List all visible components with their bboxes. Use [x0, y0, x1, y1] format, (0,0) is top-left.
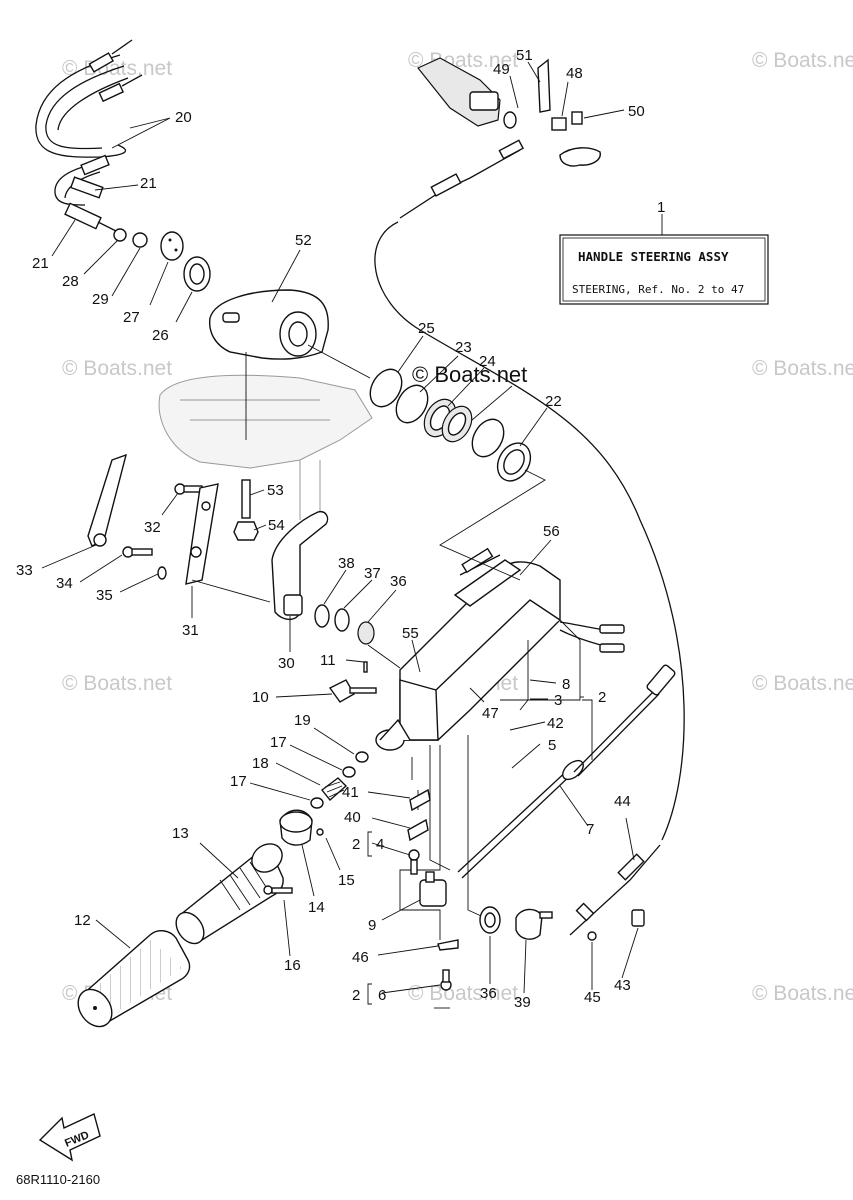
throttle-shaft: [328, 661, 377, 703]
callout-label: 19: [294, 712, 311, 729]
callout-label: 55: [402, 625, 419, 642]
callout-label: 25: [418, 320, 435, 337]
callout-label: 37: [364, 565, 381, 582]
fasteners-upper: [122, 479, 259, 580]
callout-label: 10: [252, 689, 269, 706]
callout-label: 17: [230, 773, 247, 790]
callout-label: 2: [598, 689, 606, 706]
callout-label: 27: [123, 309, 140, 326]
callout-label: 26: [152, 327, 169, 344]
callout-label: 21: [32, 255, 49, 272]
callout-label: 5: [548, 737, 556, 754]
bottom-cowling-outline: [158, 374, 373, 520]
callout-label: 46: [352, 949, 369, 966]
callout-label: 36: [480, 985, 497, 1002]
callout-label: 8: [562, 676, 570, 693]
watermark: © Boats.net: [752, 672, 853, 695]
callout-labels: 20 21 21 28 29 27 26 52 25 23 24 22 51 4…: [16, 47, 645, 1011]
callout-label: 51: [516, 47, 533, 64]
screw-16: [263, 885, 293, 895]
callout-label: 54: [268, 517, 285, 534]
callout-label: 2: [352, 987, 360, 1004]
callout-label: 29: [92, 291, 109, 308]
callout-label: 44: [614, 793, 631, 810]
callout-label: 49: [493, 61, 510, 78]
lever-washers: [314, 604, 375, 645]
callout-label: 13: [172, 825, 189, 842]
callout-label: 18: [252, 755, 269, 772]
callout-label: 23: [455, 339, 472, 356]
callout-label: 9: [368, 917, 376, 934]
callout-label: 43: [614, 977, 631, 994]
callout-label: 12: [74, 912, 91, 929]
callout-label: 20: [175, 109, 192, 126]
info-box-title: HANDLE STEERING ASSY: [578, 249, 729, 264]
callout-label: 34: [56, 575, 73, 592]
info-box-subtitle: STEERING, Ref. No. 2 to 47: [572, 283, 744, 296]
watermark: © Boats.net: [62, 672, 172, 695]
callout-label: 2: [352, 836, 360, 853]
callout-label: 41: [342, 784, 359, 801]
grommet-and-switch: [479, 906, 553, 940]
callout-label: 53: [267, 482, 284, 499]
callout-label: 7: [586, 821, 594, 838]
fwd-arrow-icon: FWD: [38, 1113, 101, 1162]
callout-label: 52: [295, 232, 312, 249]
callout-label: 50: [628, 103, 645, 120]
callout-label: 24: [479, 353, 496, 370]
steering-handle: [175, 843, 284, 945]
callout-label: 4: [376, 836, 384, 853]
callout-label: 22: [545, 393, 562, 410]
callout-label: 11: [320, 652, 336, 669]
callout-label: 16: [284, 957, 301, 974]
callout-label: 48: [566, 65, 583, 82]
watermark: © Boats.net: [752, 49, 853, 72]
callout-label: 28: [62, 273, 79, 290]
throttle-stopper-plates: [87, 453, 219, 585]
callout-label: 40: [344, 809, 361, 826]
friction-washers: [369, 368, 532, 482]
throttle-cable: [374, 221, 685, 841]
callout-label: 56: [543, 523, 560, 540]
callout-label: 32: [144, 519, 161, 536]
callout-label: 15: [338, 872, 355, 889]
callout-label: 45: [584, 989, 601, 1006]
steering-bracket: [208, 289, 329, 360]
callout-label: 35: [96, 587, 113, 604]
callout-label: 30: [278, 655, 295, 672]
throttle-linkage: [399, 57, 601, 219]
group-brackets: [367, 831, 372, 1005]
callout-label: 38: [338, 555, 355, 572]
callout-leaders: [41, 61, 639, 1009]
throttle-cable-assy: [457, 664, 676, 941]
callout-label: 6: [378, 987, 386, 1004]
callout-label: 42: [547, 715, 564, 732]
throttle-spring-set: [310, 751, 369, 809]
watermark: © Boats.net: [408, 982, 518, 1005]
watermark: © Boats.net: [752, 357, 853, 380]
handle-collar: [279, 809, 324, 846]
shift-cables: [35, 39, 143, 233]
handle-grip: [77, 930, 191, 1028]
callout-label: 1: [657, 199, 665, 216]
callout-label: 36: [390, 573, 407, 590]
drawing-code: 68R1110-2160: [16, 1172, 100, 1187]
watermark: © Boats.net: [62, 357, 172, 380]
steering-handle-bracket: [375, 547, 625, 751]
stop-switch-parts: [407, 788, 459, 991]
watermarks: © Boats.net © Boats.net © Boats.net © Bo…: [62, 49, 853, 1005]
watermark: © Boats.net: [752, 982, 853, 1005]
callout-label: 33: [16, 562, 33, 579]
callout-label: 3: [554, 692, 562, 709]
info-box: HANDLE STEERING ASSY STEERING, Ref. No. …: [559, 199, 769, 305]
callout-label: 21: [140, 175, 157, 192]
callout-label: 31: [182, 622, 199, 639]
callout-label: 39: [514, 994, 531, 1011]
cable-bushings: [113, 228, 211, 292]
callout-label: 47: [482, 705, 499, 722]
callout-label: 17: [270, 734, 287, 751]
callout-label: 14: [308, 899, 325, 916]
